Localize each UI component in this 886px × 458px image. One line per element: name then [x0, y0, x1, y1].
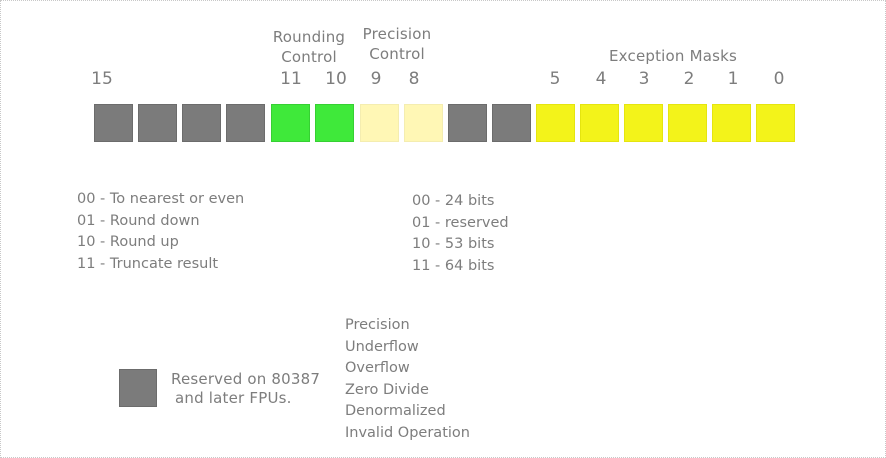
exception-name: Denormalized — [345, 403, 446, 419]
exception-names-list: Precision Underflow Overflow Zero Divide… — [345, 315, 470, 444]
bit-number-10: 10 — [325, 69, 347, 89]
rounding-option: 11 - Truncate result — [77, 255, 219, 272]
bit-number-15: 15 — [91, 69, 113, 89]
precision-option: 10 - 53 bits — [412, 236, 495, 252]
exception-name: Precision — [345, 317, 410, 333]
bit-number-2: 2 — [683, 69, 695, 89]
rounding-option: 01 - Round down — [77, 212, 200, 229]
bit-7-box — [448, 104, 487, 142]
rounding-header-line2: Control — [281, 48, 337, 66]
exception-name: Invalid Operation — [345, 424, 470, 441]
exception-name: Overflow — [345, 360, 410, 376]
bit-number-0: 0 — [773, 69, 785, 89]
bit-number-4: 4 — [595, 69, 607, 89]
bit-number-3: 3 — [638, 69, 650, 89]
bit-number-1: 1 — [727, 69, 739, 89]
bit-6-box — [492, 104, 531, 142]
precision-option: 01 - reserved — [412, 214, 509, 231]
bit-14-box — [138, 104, 177, 142]
bit-1-box — [712, 104, 751, 142]
reserved-legend-text: Reserved on 80387 and later FPUs. — [171, 370, 320, 408]
legend-line2: and later FPUs. — [175, 389, 292, 407]
bit-10-box — [315, 104, 354, 142]
precision-control-header: Precision Control — [353, 26, 441, 63]
exception-masks-header: Exception Masks — [609, 47, 738, 65]
precision-header-line2: Control — [369, 45, 425, 63]
rounding-option: 10 - Round up — [77, 234, 179, 250]
bit-number-8: 8 — [408, 69, 420, 89]
rounding-control-header: Rounding Control — [263, 29, 355, 66]
precision-option: 00 - 24 bits — [412, 193, 495, 209]
bit-13-box — [182, 104, 221, 142]
bit-15-box — [94, 104, 133, 142]
bit-0-box — [756, 104, 795, 142]
precision-option: 11 - 64 bits — [412, 257, 495, 274]
precision-header-line1: Precision — [362, 25, 432, 43]
legend-line1: Reserved on 80387 — [171, 370, 321, 388]
bit-4-box — [580, 104, 619, 142]
bit-9-box — [360, 104, 399, 142]
bit-number-5: 5 — [549, 69, 561, 89]
bit-5-box — [536, 104, 575, 142]
precision-options-list: 00 - 24 bits 01 - reserved 10 - 53 bits … — [412, 191, 509, 277]
rounding-option: 00 - To nearest or even — [77, 191, 245, 207]
rounding-options-list: 00 - To nearest or even 01 - Round down … — [77, 189, 244, 275]
bit-number-9: 9 — [370, 69, 382, 89]
reserved-legend-swatch — [119, 369, 157, 407]
bit-number-11: 11 — [280, 69, 302, 89]
bit-3-box — [624, 104, 663, 142]
bit-2-box — [668, 104, 707, 142]
exception-name: Zero Divide — [345, 381, 429, 398]
bit-8-box — [404, 104, 443, 142]
exception-name: Underflow — [345, 338, 419, 355]
rounding-header-line1: Rounding — [272, 28, 346, 46]
bit-11-box — [271, 104, 310, 142]
bit-12-box — [226, 104, 265, 142]
